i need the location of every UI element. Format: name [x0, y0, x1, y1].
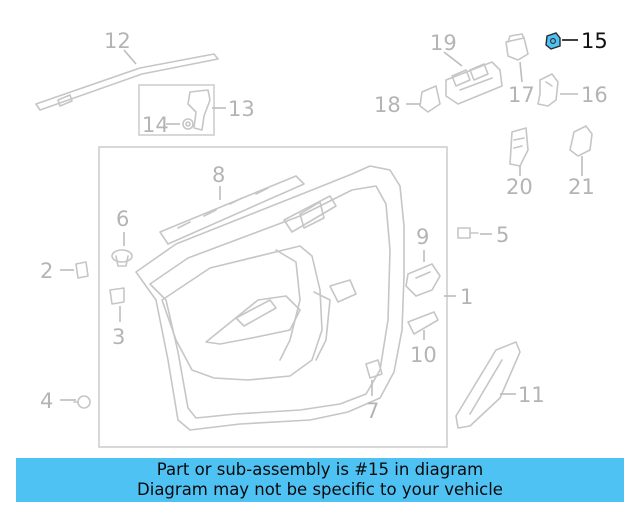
- callout-labels: 12 13 14 19 15 17 16 18 20 21 8 6 2 3 4 …: [40, 29, 608, 423]
- part-15-clip[interactable]: [545, 32, 561, 50]
- part-21-bracket[interactable]: [569, 125, 593, 157]
- part-9-handle[interactable]: [405, 263, 441, 297]
- part-8-upper-trim[interactable]: [159, 175, 305, 245]
- notice-banner: Part or sub-assembly is #15 in diagram D…: [16, 458, 624, 502]
- callout-21[interactable]: 21: [568, 175, 595, 199]
- callout-16[interactable]: 16: [581, 83, 608, 107]
- callout-19[interactable]: 19: [430, 31, 457, 55]
- callout-11[interactable]: 11: [518, 383, 545, 407]
- part-13-bracket[interactable]: [187, 89, 211, 131]
- part-11-pillar-trim[interactable]: [455, 341, 521, 429]
- part-12-trim-strip[interactable]: [35, 53, 219, 111]
- callout-7[interactable]: 7: [366, 399, 379, 423]
- callout-12[interactable]: 12: [104, 29, 131, 53]
- callout-17[interactable]: 17: [508, 83, 535, 107]
- callout-9[interactable]: 9: [416, 225, 429, 249]
- callout-2[interactable]: 2: [40, 259, 53, 283]
- callout-6[interactable]: 6: [116, 207, 129, 231]
- callout-5[interactable]: 5: [496, 223, 509, 247]
- part-19-switch-assembly[interactable]: [445, 61, 503, 105]
- callout-14[interactable]: 14: [142, 113, 169, 137]
- callout-3[interactable]: 3: [112, 325, 125, 349]
- part-6-grommet[interactable]: [111, 249, 133, 267]
- notice-line-2: Diagram may not be specific to your vehi…: [137, 480, 503, 499]
- part-4-screw[interactable]: [73, 395, 91, 409]
- callout-15[interactable]: 15: [581, 29, 608, 53]
- callout-10[interactable]: 10: [410, 343, 437, 367]
- part-18-switch[interactable]: [419, 85, 441, 113]
- callout-4[interactable]: 4: [40, 389, 53, 413]
- part-10-trim[interactable]: [407, 311, 439, 335]
- notice-line-1: Part or sub-assembly is #15 in diagram: [156, 460, 484, 479]
- part-20-trim-piece[interactable]: [509, 127, 529, 167]
- part-14-clip[interactable]: [182, 118, 194, 130]
- part-2-clip[interactable]: [75, 261, 89, 279]
- leader-lines: [60, 39, 583, 401]
- callout-13[interactable]: 13: [228, 97, 255, 121]
- door-panel-box: [98, 146, 448, 448]
- part-3-clip[interactable]: [109, 287, 125, 305]
- callout-1[interactable]: 1: [460, 285, 473, 309]
- part-13-box: [138, 84, 215, 136]
- callout-20[interactable]: 20: [506, 175, 533, 199]
- part-16-bracket[interactable]: [537, 73, 559, 107]
- part-5-screw[interactable]: [457, 227, 479, 239]
- part-1-door-panel[interactable]: [135, 165, 405, 431]
- part-7-clip[interactable]: [365, 359, 383, 379]
- callout-18[interactable]: 18: [374, 93, 401, 117]
- part-17-switch-knob[interactable]: [505, 33, 529, 61]
- callout-8[interactable]: 8: [212, 163, 225, 187]
